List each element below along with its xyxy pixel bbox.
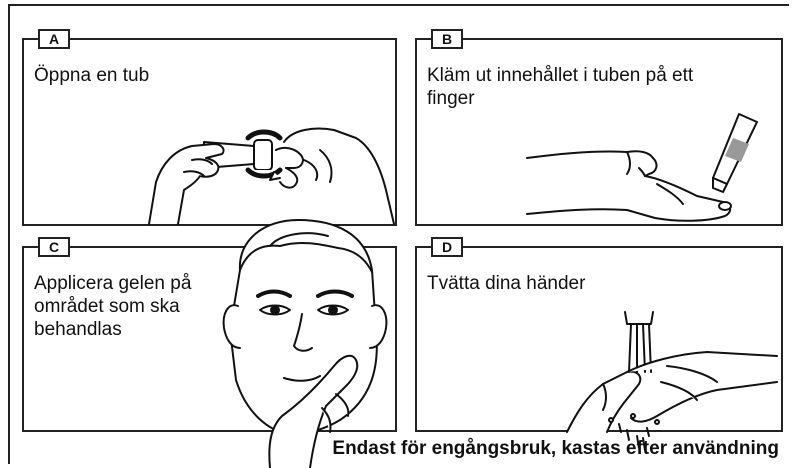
hands-opening-tube-icon (144, 120, 394, 224)
footer-note: Endast för engångsbruk, kastas efter anv… (332, 438, 779, 460)
finger-with-gel-and-tube-icon (527, 110, 777, 225)
face-applying-gel-icon (210, 210, 400, 468)
panel-b: B Kläm ut innehållet i tuben på ett fing… (415, 38, 783, 226)
panel-d-text: Tvätta dina händer (427, 272, 585, 295)
panel-a-badge: A (38, 29, 70, 49)
panel-d-badge: D (431, 237, 463, 257)
panel-d: D Tvätta dina händer (415, 246, 783, 432)
panel-a-text: Öppna en tub (34, 64, 149, 87)
panel-c-text: Applicera gelen på området som ska behan… (34, 272, 191, 341)
panel-a: A Öppna en tub (22, 38, 397, 226)
washing-hands-icon (567, 312, 777, 452)
panel-b-badge: B (431, 29, 463, 49)
panel-c-badge: C (38, 237, 70, 257)
panel-b-text: Kläm ut innehållet i tuben på ett finger (427, 64, 693, 110)
